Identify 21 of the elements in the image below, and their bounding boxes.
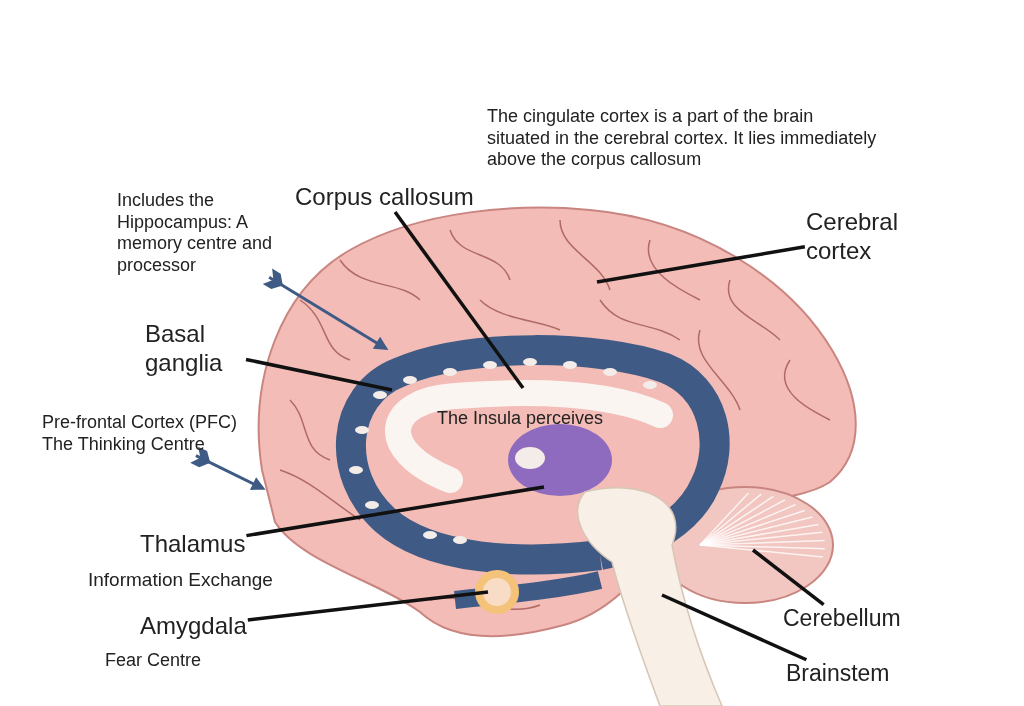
arrow xyxy=(195,454,266,490)
leader-line xyxy=(661,593,808,662)
note-text: The cingulate cortex is a part of the brain situated in the cerebral cortex. It lies immediately above the corpus callosum xyxy=(487,106,877,171)
leader-line xyxy=(751,548,825,607)
part-label: Basal ganglia xyxy=(145,320,224,378)
part-description: Fear Centre xyxy=(105,650,202,672)
leader-line xyxy=(246,485,545,538)
part-label: Cerebral cortex xyxy=(806,208,900,266)
part-label: Amygdala xyxy=(140,612,247,641)
region-label: The Insula perceives xyxy=(437,408,605,430)
part-label: Cerebellum xyxy=(783,605,901,633)
part-label: Corpus callosum xyxy=(295,183,474,212)
part-label: Includes the Hippocampus: A memory centre and processor xyxy=(117,190,274,277)
part-label: Pre-frontal Cortex (PFC) The Thinking Centre xyxy=(42,412,239,456)
leader-line xyxy=(247,590,489,622)
leader-line xyxy=(245,357,393,392)
part-label: Brainstem xyxy=(786,660,890,688)
part-description: Information Exchange xyxy=(88,569,273,592)
arrow xyxy=(268,275,389,351)
part-label: Thalamus xyxy=(140,530,246,559)
leader-line xyxy=(596,245,806,284)
